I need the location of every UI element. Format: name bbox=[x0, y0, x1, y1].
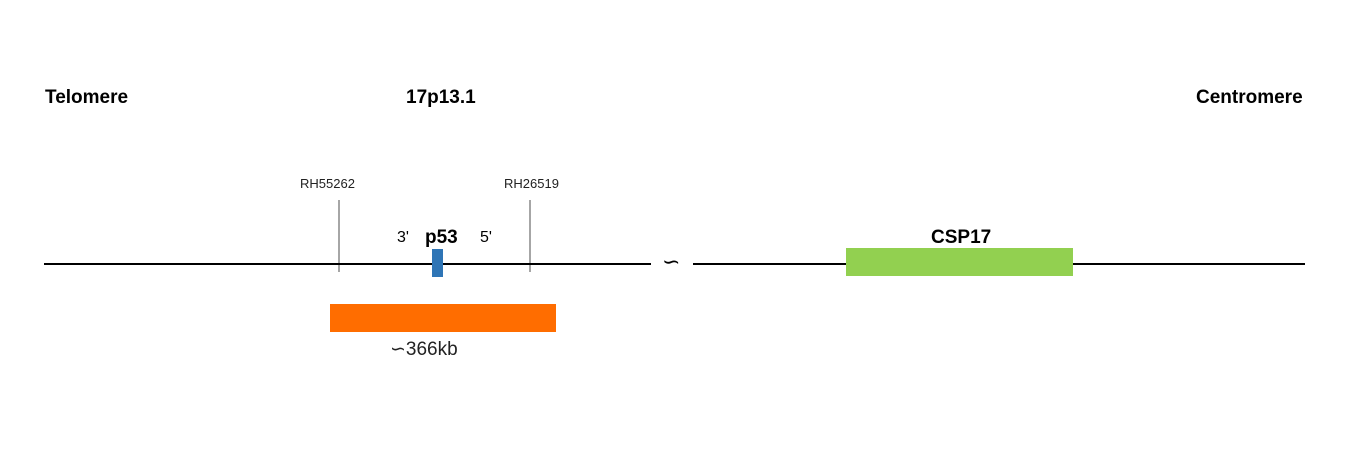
gene-p53-box bbox=[432, 249, 443, 277]
chromosome-break-symbol: ∽ bbox=[662, 249, 681, 274]
probe-bar bbox=[330, 304, 556, 332]
gene-p53-label: p53 bbox=[425, 227, 458, 248]
centromere-label: Centromere bbox=[1196, 87, 1303, 108]
gene-3prime-label: 3' bbox=[397, 229, 409, 246]
marker-label-rh26519: RH26519 bbox=[504, 176, 559, 191]
band-label: 17p13.1 bbox=[406, 87, 476, 108]
marker-tick-rh55262 bbox=[338, 200, 340, 272]
csp17-label: CSP17 bbox=[931, 227, 992, 248]
telomere-label: Telomere bbox=[45, 87, 129, 108]
probe-size-label: ∽366kb bbox=[390, 339, 458, 360]
marker-tick-rh26519 bbox=[529, 200, 531, 272]
chromosome-line-left bbox=[44, 263, 651, 265]
csp17-bar bbox=[846, 248, 1073, 276]
gene-5prime-label: 5' bbox=[480, 229, 492, 246]
marker-label-rh55262: RH55262 bbox=[300, 176, 355, 191]
